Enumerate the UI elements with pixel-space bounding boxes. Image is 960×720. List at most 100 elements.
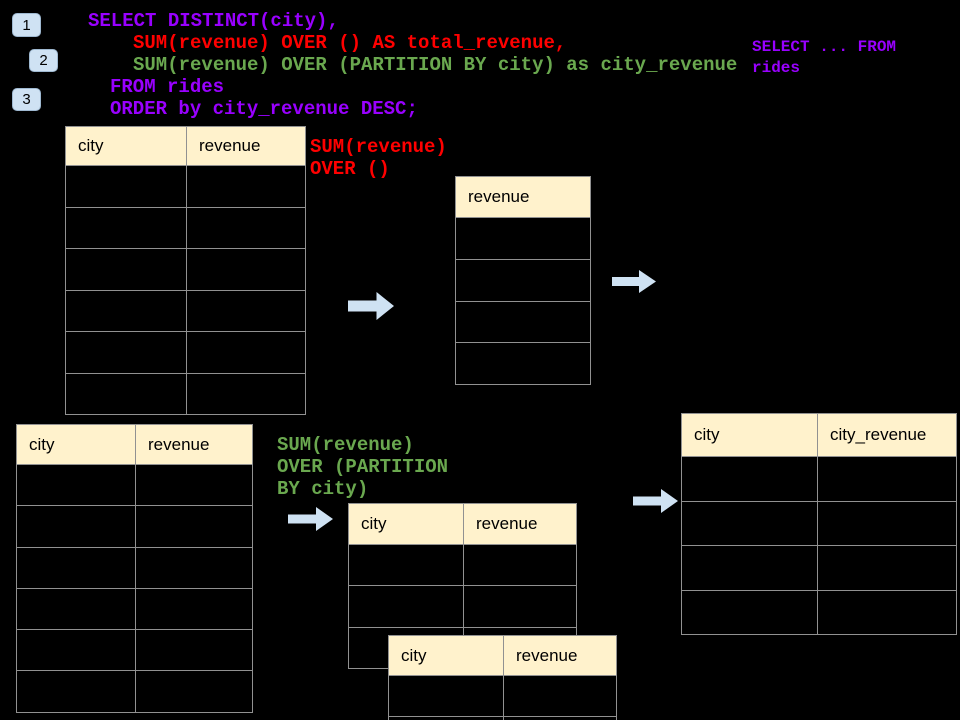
- empty-cell: [388, 716, 504, 720]
- empty-cell: [16, 670, 136, 713]
- empty-cell: [16, 464, 136, 507]
- table-row: [65, 372, 306, 415]
- empty-cell: [65, 165, 187, 208]
- empty-cell: [186, 206, 306, 249]
- table-row: [16, 587, 253, 631]
- empty-cell: [681, 545, 818, 591]
- column-header-revenue: revenue: [135, 424, 253, 465]
- window-total-label-line-2: OVER (): [310, 158, 390, 180]
- table-row: [16, 505, 253, 548]
- side-note-line-2: rides: [752, 59, 801, 77]
- table-row: [455, 258, 591, 302]
- column-header-revenue: revenue: [463, 503, 577, 545]
- empty-cell: [503, 716, 617, 720]
- sql-line-select: SELECT DISTINCT(city),: [88, 10, 339, 32]
- arrow-right-icon: [612, 270, 656, 293]
- empty-cell: [463, 585, 577, 628]
- empty-cell: [65, 331, 187, 374]
- empty-cell: [135, 464, 253, 507]
- empty-cell: [348, 544, 464, 587]
- sql-line-from: FROM rides: [110, 76, 225, 98]
- table-row: [348, 544, 577, 587]
- step-badge-1: 1: [12, 13, 41, 37]
- table-row: [455, 217, 591, 260]
- table-row: [455, 342, 591, 385]
- table-row: [65, 206, 306, 249]
- empty-cell: [135, 505, 253, 548]
- step-badge-3: 3: [12, 88, 41, 111]
- empty-cell: [681, 589, 818, 635]
- empty-cell: [135, 629, 253, 672]
- empty-cell: [817, 589, 957, 635]
- empty-cell: [388, 675, 504, 717]
- sql-line-total-revenue: SUM(revenue) OVER () AS total_revenue,: [133, 32, 567, 54]
- table-row: [65, 331, 306, 374]
- empty-cell: [503, 675, 617, 717]
- arrow-right-icon: [348, 292, 394, 320]
- empty-cell: [186, 248, 306, 291]
- empty-cell: [16, 629, 136, 672]
- column-header-revenue: revenue: [455, 176, 591, 218]
- empty-cell: [455, 217, 591, 260]
- empty-cell: [186, 165, 306, 208]
- table-row: [681, 456, 957, 502]
- table-row: [16, 629, 253, 672]
- empty-cell: [817, 500, 957, 546]
- arrow-right-icon: [633, 489, 678, 513]
- sql-line-partition: SUM(revenue) OVER (PARTITION BY city) as…: [133, 54, 738, 76]
- empty-cell: [65, 372, 187, 415]
- empty-cell: [186, 331, 306, 374]
- table-row: [16, 670, 253, 713]
- empty-cell: [65, 248, 187, 291]
- step-badge-2: 2: [29, 49, 58, 72]
- empty-cell: [681, 500, 818, 546]
- column-header-city_revenue: city_revenue: [817, 413, 957, 457]
- column-header-city: city: [681, 413, 818, 457]
- empty-cell: [16, 587, 136, 631]
- arrow-right-icon: [288, 507, 333, 531]
- empty-cell: [16, 546, 136, 589]
- empty-cell: [16, 505, 136, 548]
- window-partition-label-line-1: SUM(revenue): [277, 434, 414, 456]
- table-row: [65, 289, 306, 332]
- table-header-row: revenue: [455, 176, 591, 218]
- window-total-label-line-1: SUM(revenue): [310, 136, 447, 158]
- table-row: [455, 300, 591, 344]
- empty-cell: [135, 546, 253, 589]
- column-header-revenue: revenue: [503, 635, 617, 676]
- table-row: [388, 716, 617, 720]
- table-row: [16, 546, 253, 589]
- table-row: [681, 589, 957, 635]
- empty-cell: [65, 206, 187, 249]
- window-partition-label-line-3: BY city): [277, 478, 369, 500]
- column-header-city: city: [16, 424, 136, 465]
- table-row: [65, 165, 306, 208]
- window-partition-label-line-2: OVER (PARTITION: [277, 456, 449, 478]
- table-row: [348, 585, 577, 628]
- table-row: [388, 675, 617, 717]
- table-total-result: revenue: [455, 176, 591, 385]
- empty-cell: [455, 258, 591, 302]
- column-header-city: city: [348, 503, 464, 545]
- column-header-revenue: revenue: [186, 126, 306, 166]
- column-header-city: city: [65, 126, 187, 166]
- empty-cell: [135, 587, 253, 631]
- table-row: [65, 248, 306, 291]
- empty-cell: [348, 585, 464, 628]
- table-row: [681, 500, 957, 546]
- empty-cell: [186, 289, 306, 332]
- empty-cell: [817, 456, 957, 502]
- empty-cell: [463, 544, 577, 587]
- empty-cell: [681, 456, 818, 502]
- empty-cell: [186, 372, 306, 415]
- empty-cell: [455, 300, 591, 344]
